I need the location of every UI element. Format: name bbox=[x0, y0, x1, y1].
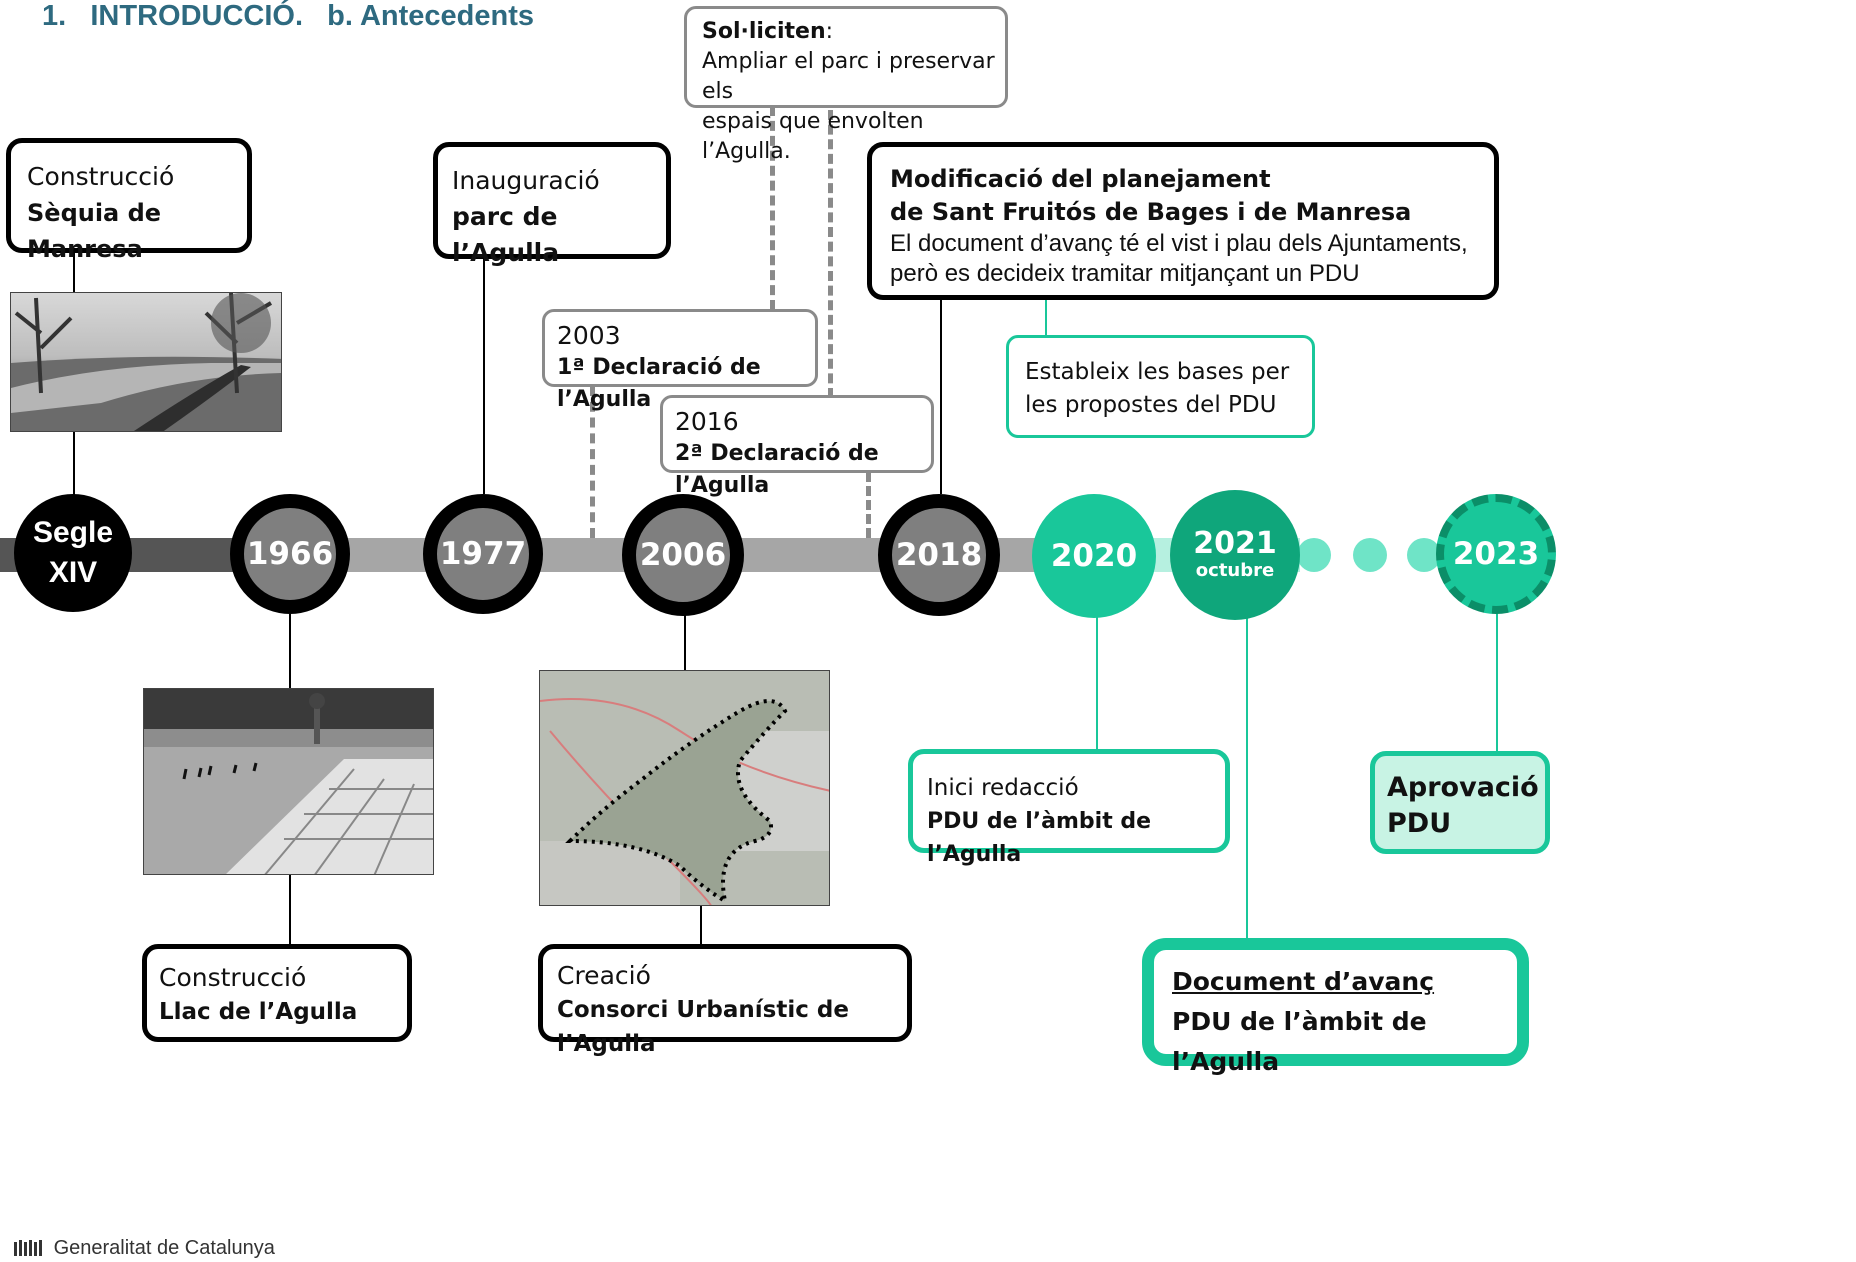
box-heading: Sol·liciten: bbox=[702, 17, 1005, 47]
footer-text: Generalitat de Catalunya bbox=[53, 1237, 275, 1259]
node-label: 1966 bbox=[246, 536, 334, 572]
node-label: 2006 bbox=[639, 537, 727, 573]
box-title: Document d’avanç bbox=[1172, 967, 1435, 996]
box-label: Construcció bbox=[159, 963, 307, 992]
ellipsis-dot bbox=[1407, 538, 1441, 572]
box-parc: Inauguració parc de l’Agulla bbox=[433, 142, 671, 267]
box-declaracio-2003: 2003 1ª Declaració de l’Agulla bbox=[542, 309, 818, 412]
connector-line bbox=[940, 298, 942, 494]
connector-line bbox=[73, 430, 75, 500]
box-soliciten: Sol·liciten: Ampliar el parc i preservar… bbox=[684, 6, 1008, 164]
box-title: Modificació del planejament bbox=[890, 165, 1271, 193]
ellipsis-dot bbox=[1353, 538, 1387, 572]
node-label: 2021 bbox=[1193, 526, 1277, 561]
connector-line bbox=[1096, 614, 1098, 750]
node-label: 2020 bbox=[1050, 538, 1138, 574]
ellipsis-dot bbox=[1297, 538, 1331, 572]
connector-line bbox=[1246, 618, 1248, 940]
box-title: Llac de l’Agulla bbox=[159, 999, 358, 1025]
timeline-node-segle-xiv: Segle XIV bbox=[14, 494, 132, 612]
box-bases: Estableix les bases per les propostes de… bbox=[1006, 335, 1315, 438]
box-year: 2016 bbox=[675, 407, 739, 436]
dashed-connector bbox=[828, 110, 833, 398]
photo-mapa-consorci bbox=[539, 670, 830, 906]
box-label: Inici redacció bbox=[927, 775, 1079, 801]
box-year: 2003 bbox=[557, 321, 621, 350]
box-consorci: Creació Consorci Urbanístic de l’Agulla bbox=[538, 944, 912, 1057]
connector-line bbox=[289, 614, 291, 689]
timeline-node-1966: 1966 bbox=[230, 494, 350, 614]
dashed-connector bbox=[770, 106, 775, 310]
timeline-node-2006: 2006 bbox=[622, 494, 744, 616]
box-avanc: Document d’avanç PDU de l’àmbit de l’Agu… bbox=[1142, 938, 1529, 1076]
box-label: Construcció bbox=[27, 162, 175, 191]
box-text: però es decideix tramitar mitjançant un … bbox=[890, 260, 1360, 287]
connector-line bbox=[1045, 298, 1047, 336]
box-modificacio: Modificació del planejament de Sant Frui… bbox=[867, 142, 1499, 300]
box-title: Aprovació bbox=[1387, 772, 1539, 803]
box-text: Ampliar el parc i preservar els bbox=[702, 49, 995, 104]
connector-line bbox=[700, 905, 702, 945]
box-heading-bold: Sol·liciten bbox=[702, 19, 826, 44]
box-sequia: Construcció Sèquia de Manresa bbox=[6, 138, 252, 263]
box-title: PDU de l’àmbit de l’Agulla bbox=[1172, 1007, 1427, 1076]
generalitat-logo-icon bbox=[14, 1240, 42, 1256]
box-declaracio-2016: 2016 2ª Declaració de l’Agulla bbox=[660, 395, 934, 498]
page-title: 1. INTRODUCCIÓ. b. Antecedents bbox=[42, 0, 534, 32]
box-text: El document d’avanç té el vist i plau de… bbox=[890, 230, 1468, 257]
box-title: PDU de l’àmbit de l’Agulla bbox=[927, 809, 1152, 867]
photo-llac bbox=[143, 688, 434, 875]
timeline-node-2023: 2023 bbox=[1436, 494, 1556, 614]
node-label: 2018 bbox=[895, 537, 983, 573]
box-text: les propostes del PDU bbox=[1025, 392, 1277, 418]
box-title: 1ª Declaració de l’Agulla bbox=[557, 355, 761, 412]
connector-line bbox=[73, 250, 75, 295]
node-sublabel: octubre bbox=[1195, 560, 1275, 581]
box-title: Sèquia de Manresa bbox=[27, 199, 162, 263]
dashed-connector bbox=[866, 472, 871, 538]
node-label: 1977 bbox=[439, 536, 527, 572]
box-title: 2ª Declaració de l’Agulla bbox=[675, 441, 879, 498]
box-text: Estableix les bases per bbox=[1025, 359, 1290, 385]
node-label: XIV bbox=[48, 556, 98, 589]
timeline-node-2021: 2021 octubre bbox=[1170, 490, 1300, 620]
dashed-connector bbox=[590, 386, 595, 538]
box-title: Consorci Urbanístic de l’Agulla bbox=[557, 997, 849, 1057]
box-text: espais que envolten l’Agulla. bbox=[702, 109, 924, 164]
box-inici: Inici redacció PDU de l’àmbit de l’Agull… bbox=[908, 749, 1230, 867]
connector-line bbox=[483, 258, 485, 494]
node-label: Segle bbox=[32, 516, 114, 549]
connector-line bbox=[1496, 612, 1498, 752]
box-llac: Construcció Llac de l’Agulla bbox=[142, 944, 412, 1042]
connector-line bbox=[684, 614, 686, 670]
footer: Generalitat de Catalunya bbox=[14, 1237, 275, 1260]
box-label: Inauguració bbox=[452, 166, 600, 195]
box-title: PDU bbox=[1387, 808, 1452, 839]
timeline-node-2018: 2018 bbox=[878, 494, 1000, 616]
box-title: de Sant Fruitós de Bages i de Manresa bbox=[890, 198, 1412, 226]
box-heading-colon: : bbox=[825, 19, 834, 44]
connector-line bbox=[289, 875, 291, 945]
timeline-node-2020: 2020 bbox=[1032, 494, 1156, 618]
timeline-node-1977: 1977 bbox=[423, 494, 543, 614]
node-label: 2023 bbox=[1452, 536, 1540, 572]
box-title: parc de l’Agulla bbox=[452, 202, 560, 267]
photo-sequia bbox=[10, 292, 282, 432]
box-label: Creació bbox=[557, 961, 651, 990]
box-aprovacio: Aprovació PDU bbox=[1370, 751, 1550, 854]
